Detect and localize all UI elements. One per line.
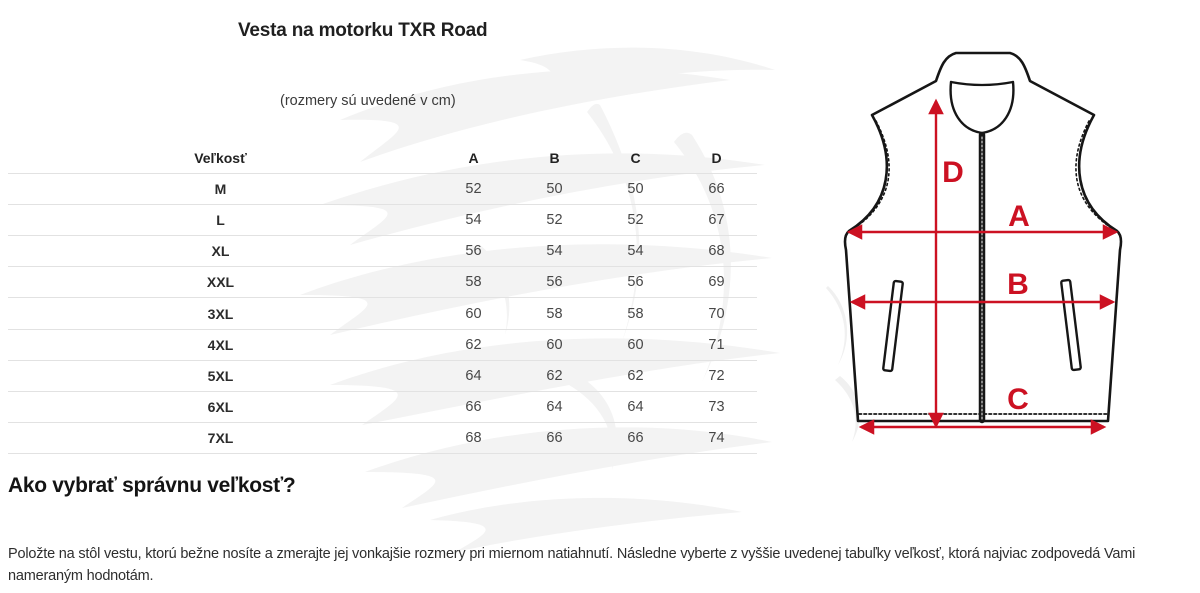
value-cell-a: 62 — [465, 336, 482, 353]
collar-seam — [949, 80, 1015, 87]
value-cell-c: 62 — [627, 367, 644, 384]
table-row: XL 56 54 54 68 — [8, 236, 757, 268]
size-cell: XL — [211, 243, 230, 260]
value-cell-d: 68 — [708, 243, 725, 260]
value-cell-d: 66 — [708, 181, 725, 198]
column-header-b: B — [549, 150, 560, 167]
measure-label-c: C — [1007, 383, 1029, 416]
value-cell-b: 62 — [546, 367, 563, 384]
size-cell: 4XL — [207, 336, 234, 353]
value-cell-d: 69 — [708, 274, 725, 291]
value-cell-c: 50 — [627, 181, 644, 198]
table-body: M 52 50 50 66 L 54 52 52 67 XL 56 54 54 … — [8, 174, 757, 454]
how-to-heading: Ako vybrať správnu veľkosť? — [8, 474, 296, 497]
value-cell-b: 56 — [546, 274, 563, 291]
value-cell-a: 56 — [465, 243, 482, 260]
value-cell-d: 67 — [708, 212, 725, 229]
column-header-a: A — [468, 150, 479, 167]
column-header-size: Veľkosť — [194, 150, 247, 167]
value-cell-a: 64 — [465, 367, 482, 384]
table-row: 4XL 62 60 60 71 — [8, 330, 757, 361]
neckline — [949, 80, 1015, 135]
value-cell-c: 66 — [627, 429, 644, 446]
size-cell: M — [214, 181, 227, 198]
right-pocket — [1060, 278, 1082, 372]
value-cell-b: 64 — [546, 398, 563, 415]
size-cell: XXL — [206, 274, 235, 291]
table-row: 3XL 60 58 58 70 — [8, 298, 757, 330]
left-pocket — [882, 279, 904, 373]
value-cell-c: 58 — [627, 305, 644, 322]
table-row: 6XL 66 64 64 73 — [8, 392, 757, 423]
column-header-c: C — [630, 150, 641, 167]
value-cell-d: 70 — [708, 305, 725, 322]
value-cell-a: 58 — [465, 274, 482, 291]
value-cell-a: 68 — [465, 429, 482, 446]
value-cell-d: 72 — [708, 367, 725, 384]
value-cell-c: 52 — [627, 212, 644, 229]
size-cell: 5XL — [207, 367, 234, 384]
value-cell-b: 66 — [546, 429, 563, 446]
value-cell-a: 54 — [465, 212, 482, 229]
how-to-paragraph: Položte na stôl vestu, ktorú bežne nosít… — [8, 546, 1136, 584]
vest-measurement-diagram: A B C D — [843, 51, 1123, 435]
table-row: 5XL 64 62 62 72 — [8, 361, 757, 392]
size-cell: 6XL — [207, 398, 234, 415]
measure-label-a: A — [1008, 200, 1030, 233]
table-row: 7XL 68 66 66 74 — [8, 423, 757, 454]
table-row: L 54 52 52 67 — [8, 205, 757, 237]
size-cell: 7XL — [207, 429, 234, 446]
value-cell-a: 52 — [465, 181, 482, 198]
value-cell-d: 71 — [708, 336, 725, 353]
size-cell: L — [216, 212, 225, 229]
measure-label-b: B — [1007, 268, 1029, 301]
value-cell-a: 60 — [465, 305, 482, 322]
page-title: Vesta na motorku TXR Road — [238, 20, 488, 41]
size-table-header-row: Veľkosť A B C D — [8, 143, 757, 175]
value-cell-d: 74 — [708, 429, 725, 446]
column-header-d: D — [711, 150, 722, 167]
value-cell-b: 60 — [546, 336, 563, 353]
value-cell-a: 66 — [465, 398, 482, 415]
units-note: (rozmery sú uvedené v cm) — [280, 93, 456, 109]
value-cell-d: 73 — [708, 398, 725, 415]
measure-label-d: D — [942, 156, 964, 189]
value-cell-b: 58 — [546, 305, 563, 322]
armhole-stitch-left — [855, 120, 890, 228]
size-table: Veľkosť A B C D M 52 50 50 66 L 54 52 52… — [8, 143, 757, 454]
value-cell-b: 54 — [546, 243, 563, 260]
value-cell-c: 60 — [627, 336, 644, 353]
size-cell: 3XL — [207, 305, 234, 322]
value-cell-b: 52 — [546, 212, 563, 229]
table-row: M 52 50 50 66 — [8, 174, 757, 206]
value-cell-c: 54 — [627, 243, 644, 260]
armhole-stitch-right — [1075, 120, 1111, 228]
value-cell-b: 50 — [546, 181, 563, 198]
table-row: XXL 58 56 56 69 — [8, 267, 757, 299]
value-cell-c: 64 — [627, 398, 644, 415]
value-cell-c: 56 — [627, 274, 644, 291]
